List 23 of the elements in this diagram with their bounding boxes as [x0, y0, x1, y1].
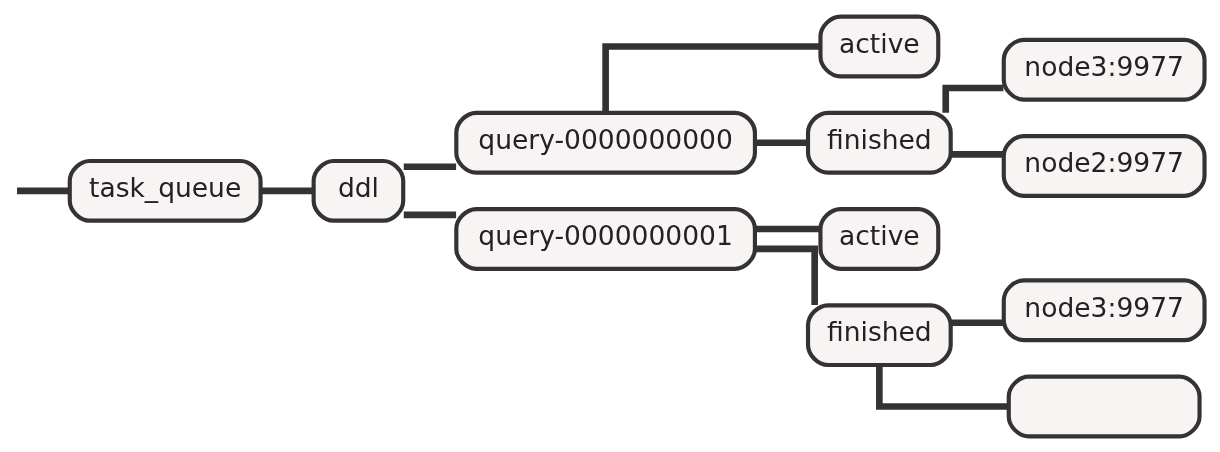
node-box: finished: [805, 302, 953, 367]
node-box: task_queue: [67, 158, 263, 223]
node-box: [1006, 374, 1202, 438]
node-box: query-0000000000: [454, 110, 757, 175]
node-box: active: [818, 14, 941, 78]
connector: [403, 162, 457, 170]
connector: [755, 138, 808, 146]
connector: [876, 365, 1009, 410]
node-box: active: [818, 206, 941, 271]
node-box: node3:9977: [1001, 37, 1207, 102]
node-box: ddl: [311, 158, 406, 223]
connector: [755, 225, 821, 232]
node-box: node3:9977: [1001, 277, 1207, 342]
node-box: query-0000000001: [454, 206, 757, 271]
connector: [260, 187, 314, 194]
connector: [755, 245, 818, 305]
connector: [602, 42, 820, 113]
connector: [951, 150, 1004, 158]
connector: [403, 211, 457, 218]
connector: [942, 84, 1004, 113]
node-box: node2:9977: [1001, 133, 1207, 198]
node-box: finished: [805, 110, 953, 175]
connector: [951, 318, 1004, 326]
